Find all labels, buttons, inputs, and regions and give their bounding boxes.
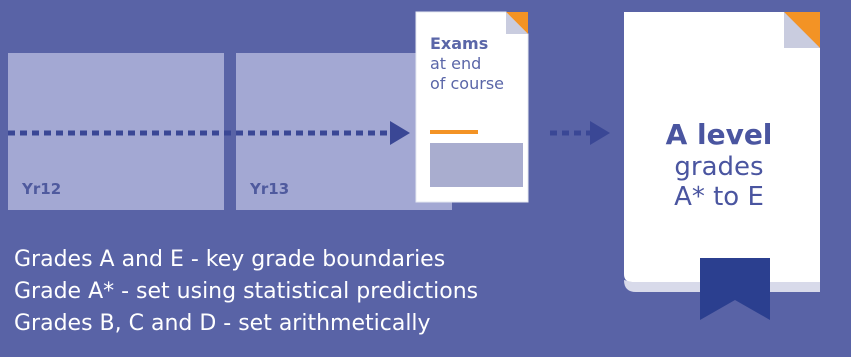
timeline-arrowhead	[390, 121, 410, 145]
result-arrowhead	[590, 121, 610, 145]
note-line-2: Grade A* - set using statistical predict…	[14, 279, 479, 304]
result-title: A level	[665, 118, 773, 151]
grade-notes: Grades A and E - key grade boundaries Gr…	[14, 244, 478, 340]
exam-title: Exams	[430, 34, 489, 53]
certificate-icon	[624, 12, 820, 320]
result-line-1: grades	[674, 152, 764, 182]
exam-line-2: of course	[430, 74, 504, 93]
exam-placeholder-block	[430, 143, 523, 187]
exam-underline	[430, 130, 478, 134]
year-13-label: Yr13	[250, 180, 290, 198]
exam-text: Exams at end of course	[430, 34, 530, 94]
year-12-label: Yr12	[22, 180, 62, 198]
result-text: A level grades A* to E	[624, 118, 814, 212]
exam-line-1: at end	[430, 54, 482, 73]
ribbon-icon	[700, 258, 770, 320]
note-line-3: Grades B, C and D - set arithmetically	[14, 311, 431, 336]
note-line-1: Grades A and E - key grade boundaries	[14, 247, 446, 272]
exam-document-icon	[415, 11, 529, 203]
result-line-2: A* to E	[674, 182, 764, 212]
